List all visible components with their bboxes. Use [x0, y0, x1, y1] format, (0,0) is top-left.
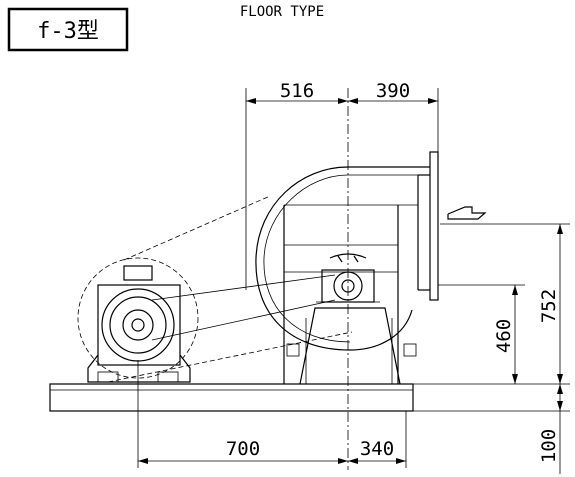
fan-casing — [255, 151, 439, 385]
type-box — [7, 7, 129, 52]
base-plate — [49, 383, 414, 412]
right-dimensions — [413, 223, 570, 474]
flow-arrow-icon — [447, 206, 487, 220]
dim-bottom-right: 340 — [360, 438, 394, 460]
dim-top-right: 390 — [376, 80, 410, 102]
top-dimension — [245, 88, 439, 290]
dim-height-shaft: 460 — [493, 319, 515, 353]
floor-type-label: FLOOR TYPE — [240, 4, 324, 20]
belt-guard — [107, 195, 353, 383]
dim-height-total: 752 — [538, 289, 560, 323]
dim-top-left: 516 — [280, 80, 314, 102]
bottom-dimension — [137, 360, 407, 468]
dim-height-base: 100 — [538, 429, 560, 463]
dim-bottom-left: 700 — [226, 438, 260, 460]
type-label: f-3型 — [37, 19, 99, 44]
